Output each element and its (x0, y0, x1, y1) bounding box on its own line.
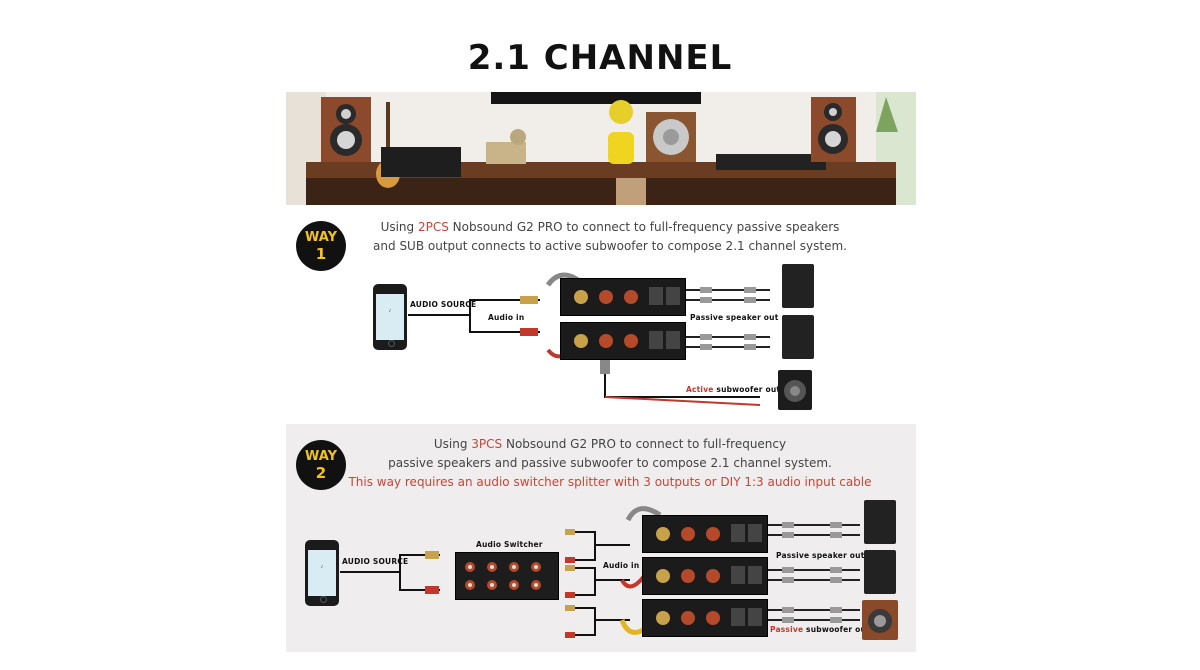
way2-amplifier-2-icon (642, 557, 768, 595)
way2-audio-source-label: AUDIO SOURCE (342, 557, 408, 566)
way1-description: Using 2PCS Nobsound G2 PRO to connect to… (360, 218, 860, 256)
way1-amplifier-top-icon (560, 278, 686, 316)
way1-badge-number: 1 (296, 246, 346, 263)
way2-line1-pre: Using (434, 437, 471, 451)
way2-amplifier-3-icon (642, 599, 768, 637)
way1-line2: and SUB output connects to active subwoo… (360, 237, 860, 256)
way2-description: Using 3PCS Nobsound G2 PRO to connect to… (340, 435, 880, 492)
way1-speaker-bottom-icon (782, 315, 814, 359)
way1-passive-speaker-out-label: Passive speaker out (690, 313, 778, 322)
way2-audio-switcher-label: Audio Switcher (476, 540, 543, 549)
way2-passive-speaker-out-label: Passive speaker out (776, 551, 864, 560)
way1-highlight: 2PCS (418, 220, 449, 234)
way2-line1-post: Nobsound G2 PRO to connect to full-frequ… (502, 437, 786, 451)
way1-badge: WAY 1 (296, 221, 346, 271)
way1-active-subwoofer-out-label: Active subwoofer out (686, 385, 780, 394)
way2-highlight: 3PCS (471, 437, 502, 451)
way1-speaker-top-icon (782, 264, 814, 308)
way2-audio-switcher-icon (455, 552, 559, 600)
way1-audio-in-label: Audio in (488, 313, 524, 322)
way2-smartphone-icon: ♪ (305, 540, 339, 606)
way2-speaker-top-icon (864, 500, 896, 544)
way2-line3: This way requires an audio switcher spli… (340, 473, 880, 492)
way2-line2: passive speakers and passive subwoofer t… (340, 454, 880, 473)
way2-amplifier-1-icon (642, 515, 768, 553)
way2-subwoofer-icon (862, 600, 898, 640)
way2-audio-in-label: Audio in (603, 561, 639, 570)
way2-badge-number: 2 (296, 465, 346, 482)
way1-line1-pre: Using (381, 220, 418, 234)
way2-badge: WAY 2 (296, 440, 346, 490)
way1-subwoofer-icon (778, 370, 812, 410)
way1-audio-source-label: AUDIO SOURCE (410, 300, 476, 309)
way1-amplifier-bottom-icon (560, 322, 686, 360)
page-title: 2.1 CHANNEL (0, 38, 1200, 78)
way2-badge-word: WAY (296, 448, 346, 465)
way2-speaker-bottom-icon (864, 550, 896, 594)
way1-line1-post: Nobsound G2 PRO to connect to full-frequ… (449, 220, 840, 234)
way1-badge-word: WAY (296, 229, 346, 246)
living-room-photo (286, 92, 916, 205)
way1-smartphone-icon: ♪ (373, 284, 407, 350)
way2-passive-subwoofer-out-label: Passive subwoofer out (770, 625, 870, 634)
